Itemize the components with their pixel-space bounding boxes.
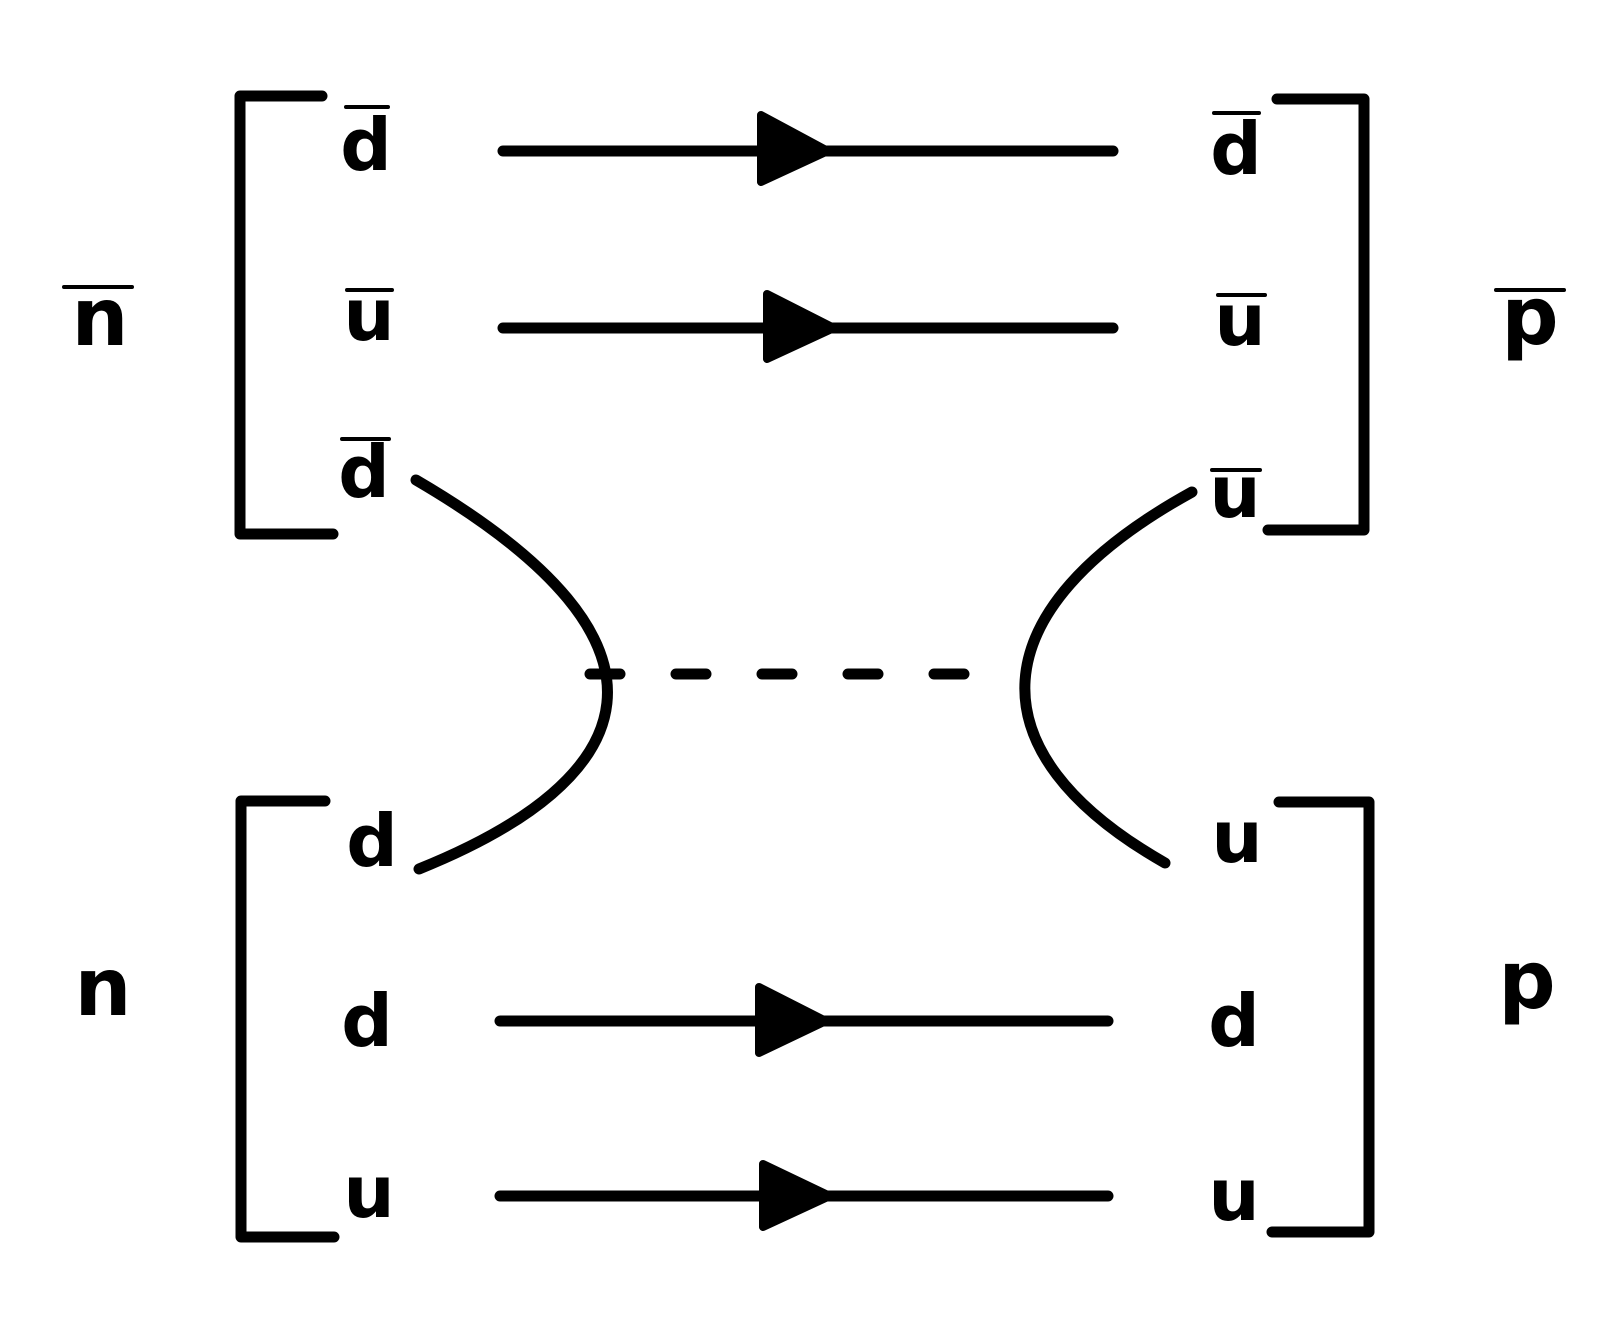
svg-text:u: u bbox=[1214, 278, 1265, 362]
annihilation-curve-right bbox=[1019, 486, 1198, 869]
quark-left-top-1: d bbox=[340, 103, 392, 187]
annihilation-curve-left bbox=[410, 474, 613, 875]
antineutron-symbol: n bbox=[72, 271, 129, 364]
quark-left-bottom-1: d bbox=[346, 799, 398, 883]
bracket-antineutron bbox=[234, 90, 339, 540]
quark-right-bottom-2: d bbox=[1208, 979, 1260, 1063]
label-neutron: n bbox=[75, 941, 132, 1034]
bracket-neutron bbox=[235, 795, 340, 1243]
svg-text:d: d bbox=[1210, 107, 1262, 191]
arrow-right-icon bbox=[755, 983, 830, 1057]
propagator-line-3 bbox=[494, 983, 1114, 1057]
quark-left-bottom-3: u bbox=[343, 1150, 394, 1234]
propagator-line-4 bbox=[494, 1160, 1114, 1231]
svg-text:d: d bbox=[338, 430, 390, 514]
propagator-line-2 bbox=[497, 290, 1119, 363]
quark-right-top-2: u bbox=[1214, 278, 1267, 362]
quark-left-top-3: d bbox=[338, 430, 391, 514]
arrow-right-icon bbox=[763, 290, 838, 363]
propagator-line-1 bbox=[497, 111, 1119, 186]
bracket-antiproton bbox=[1262, 93, 1370, 536]
arrow-right-icon bbox=[757, 111, 832, 186]
quark-right-top-3: u bbox=[1209, 450, 1262, 534]
quark-right-bottom-3: u bbox=[1208, 1153, 1259, 1237]
label-antiproton: p bbox=[1494, 270, 1566, 363]
quark-right-bottom-1: u bbox=[1211, 795, 1262, 879]
quark-left-bottom-2: d bbox=[341, 979, 393, 1063]
svg-text:u: u bbox=[343, 273, 394, 357]
svg-text:d: d bbox=[340, 103, 392, 187]
quark-right-top-1: d bbox=[1210, 107, 1262, 191]
bracket-proton bbox=[1266, 796, 1375, 1238]
label-proton: p bbox=[1498, 934, 1555, 1027]
arrow-right-icon bbox=[759, 1160, 834, 1231]
label-antineutron: n bbox=[62, 271, 134, 364]
svg-text:u: u bbox=[1209, 450, 1260, 534]
antiproton-symbol: p bbox=[1501, 270, 1558, 363]
quark-left-top-2: u bbox=[343, 273, 394, 357]
